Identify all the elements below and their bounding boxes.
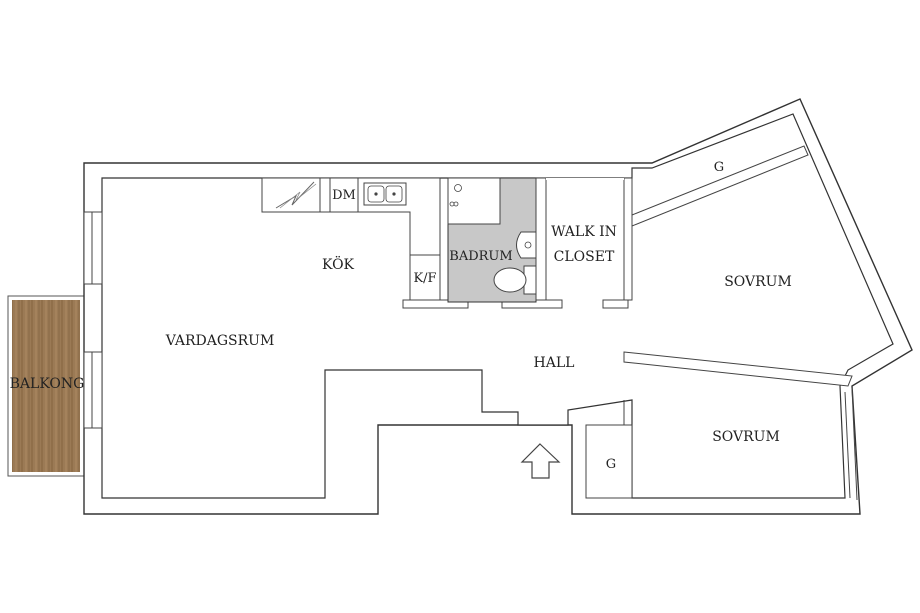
right-window — [844, 387, 858, 501]
balcony-wood-deck — [12, 300, 80, 472]
room-label-sovrum-top: SOVRUM — [724, 274, 792, 290]
room-label-walk-in: WALK IN — [551, 224, 617, 240]
kitchen-counter — [261, 177, 441, 301]
kitchen-sink-icon — [363, 182, 407, 206]
room-label-g-bottom: G — [606, 457, 616, 472]
room-label-badrum: BADRUM — [449, 249, 512, 264]
wardrobe-g-bottom — [585, 400, 633, 499]
bedroom-divider-wall — [623, 351, 853, 387]
room-label-balkong: BALKONG — [10, 376, 85, 392]
balcony — [7, 295, 85, 477]
room-label-hall: HALL — [534, 355, 575, 371]
room-label-kf: K/F — [413, 271, 436, 286]
room-label-closet: CLOSET — [554, 249, 615, 265]
wardrobe-g-top — [631, 145, 809, 227]
bathroom — [447, 177, 537, 303]
room-label-g-top: G — [714, 160, 724, 175]
room-label-sovrum-bottom: SOVRUM — [712, 429, 780, 445]
entrance-arrow-icon — [520, 443, 561, 479]
toilet-icon — [493, 265, 537, 295]
stove-icon — [275, 181, 315, 209]
room-label-dm: DM — [332, 188, 356, 203]
left-windows — [83, 211, 103, 429]
room-label-vardagsrum: VARDAGSRUM — [165, 333, 275, 349]
room-label-kok: KÖK — [322, 255, 355, 273]
walk-in-closet — [535, 177, 633, 301]
